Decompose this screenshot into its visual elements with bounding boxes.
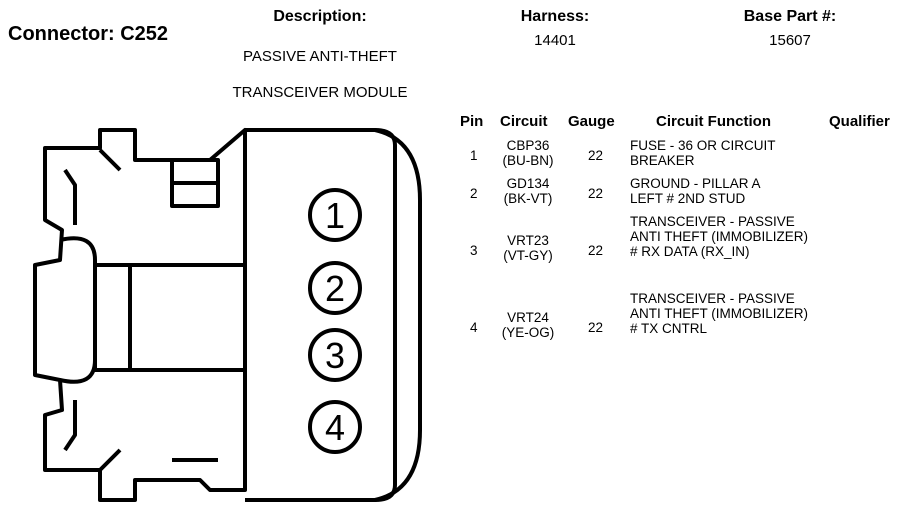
- row-4-circuit: VRT24 (YE-OG): [493, 310, 563, 340]
- row-1-gauge: 22: [588, 148, 604, 163]
- col-header-circuit: Circuit: [500, 113, 548, 130]
- description-label: Description:: [273, 8, 367, 25]
- row-4-circuit-id: VRT24: [507, 310, 549, 325]
- row-1-circuit: CBP36 (BU-BN): [493, 138, 563, 168]
- row-2-function: GROUND - PILLAR A LEFT # 2ND STUD: [630, 176, 760, 206]
- row-4-function: TRANSCEIVER - PASSIVE ANTI THEFT (IMMOBI…: [630, 291, 809, 336]
- harness-value: 14401: [534, 32, 576, 49]
- pin-1-circle: [308, 188, 362, 242]
- row-3-gauge: 22: [588, 243, 604, 258]
- pin-4-circle: [308, 400, 362, 454]
- row-2-pin: 2: [470, 186, 478, 201]
- row-3-pin: 3: [470, 243, 478, 258]
- description-line-1: PASSIVE ANTI-THEFT: [243, 48, 397, 65]
- pin-2-label: 2: [325, 268, 345, 309]
- row-3-function: TRANSCEIVER - PASSIVE ANTI THEFT (IMMOBI…: [630, 214, 809, 259]
- row-2-circuit: GD134 (BK-VT): [493, 176, 563, 206]
- harness-label: Harness:: [520, 8, 590, 25]
- row-4-circuit-color: (YE-OG): [501, 325, 555, 340]
- row-1-circuit-color: (BU-BN): [502, 153, 554, 168]
- pin-3-circle: [308, 328, 362, 382]
- col-header-gauge: Gauge: [568, 113, 615, 130]
- row-1-circuit-id: CBP36: [506, 138, 550, 153]
- row-3-circuit-color: (VT-GY): [503, 248, 553, 263]
- row-4-pin: 4: [470, 320, 478, 335]
- row-3-circuit: VRT23 (VT-GY): [493, 233, 563, 263]
- col-header-pin: Pin: [460, 113, 484, 130]
- connector-label: Connector: C252: [8, 23, 169, 45]
- row-2-gauge: 22: [588, 186, 604, 201]
- row-4-gauge: 22: [588, 320, 604, 335]
- pin-1-label: 1: [325, 195, 345, 236]
- col-header-function: Circuit Function: [656, 113, 771, 130]
- row-3-circuit-id: VRT23: [507, 233, 549, 248]
- base-part-label: Base Part #:: [743, 8, 837, 25]
- description-line-2: TRANSCEIVER MODULE: [232, 84, 408, 101]
- description-value: PASSIVE ANTI-THEFT TRANSCEIVER MODULE: [200, 30, 440, 120]
- base-part-value: 15607: [769, 32, 811, 49]
- col-header-qualifier: Qualifier: [829, 113, 890, 130]
- pin-2-circle: [308, 261, 362, 315]
- pin-4-label: 4: [325, 407, 345, 448]
- housing-outline: [33, 128, 247, 502]
- row-1-pin: 1: [470, 148, 478, 163]
- row-1-function: FUSE - 36 OR CIRCUIT BREAKER: [630, 138, 776, 168]
- pin-3-label: 3: [325, 335, 345, 376]
- row-2-circuit-id: GD134: [506, 176, 550, 191]
- row-2-circuit-color: (BK-VT): [503, 191, 553, 206]
